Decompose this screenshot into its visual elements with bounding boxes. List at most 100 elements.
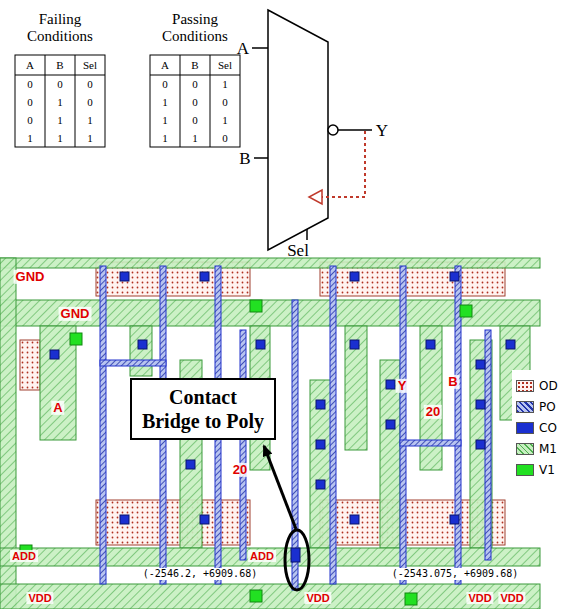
contact-square: [386, 380, 395, 389]
legend-text: V1: [539, 462, 555, 478]
poly-line: [292, 300, 298, 590]
contact-square: [476, 400, 485, 409]
layout-label: ADD: [248, 550, 276, 562]
mux-symbol: [252, 10, 372, 250]
coordinate-readout: (-2543.075, +6909.68): [390, 568, 520, 580]
legend-ground: [512, 370, 566, 482]
pin-name: Y: [376, 122, 388, 139]
contact-square: [186, 460, 195, 469]
table-cell: 1: [222, 79, 228, 90]
layout-label: 20: [231, 463, 249, 477]
contact-square: [476, 440, 485, 449]
legend-text: M1: [539, 441, 557, 457]
layout-label: GND: [59, 307, 92, 321]
leader-arrow: [264, 446, 296, 529]
contact-square: [316, 400, 325, 409]
poly-line: [240, 330, 246, 560]
contact-square: [200, 515, 209, 524]
poly-line: [100, 266, 106, 584]
legend-text: CO: [539, 420, 557, 436]
table-rule: [75, 55, 76, 147]
contact-square: [350, 340, 359, 349]
contact-square: [506, 340, 515, 349]
table-cell: B: [56, 60, 63, 71]
table-cell: 0: [27, 79, 33, 90]
table-cell: A: [26, 60, 34, 71]
layout-label: GND: [14, 270, 47, 284]
poly-line: [485, 330, 491, 560]
table-cell: B: [191, 60, 198, 71]
poly-line: [400, 440, 461, 446]
contact-square: [316, 440, 325, 449]
via-square: [70, 333, 82, 345]
table-cell: 0: [192, 115, 198, 126]
contact-square: [138, 340, 147, 349]
diffusion-region: [96, 500, 250, 545]
pin-name: B: [239, 150, 250, 167]
contact-square: [450, 515, 459, 524]
layout-label: A: [51, 401, 64, 415]
pin-wire: [306, 229, 308, 240]
contact-square: [316, 480, 325, 489]
layout-label: VDD: [304, 592, 331, 604]
table-cell: 0: [192, 97, 198, 108]
table-cell: 0: [87, 79, 93, 90]
table-frame: [150, 55, 240, 147]
contact-square: [350, 515, 359, 524]
layout-label: ADD: [10, 550, 38, 562]
metal1-region: [310, 380, 332, 548]
via-square: [405, 593, 417, 605]
table-cell: 1: [87, 115, 93, 126]
callout-text: Contact Bridge to Poly: [140, 385, 266, 433]
pin-name: Sel: [287, 242, 309, 259]
callout-box: Contact Bridge to Poly: [130, 378, 276, 440]
table-rule: [45, 55, 46, 147]
truth-table: [15, 55, 240, 147]
contact-square: [350, 272, 359, 281]
metal1-region: [420, 326, 442, 470]
legend-swatch: [516, 464, 534, 476]
poly-line: [330, 266, 336, 584]
table-cell: 0: [27, 97, 33, 108]
metal1-region: [345, 326, 367, 450]
table-cell: 1: [57, 115, 63, 126]
layout-label: B: [446, 375, 459, 389]
legend-swatch: [516, 380, 534, 392]
via-square: [460, 305, 472, 317]
table-cell: 0: [192, 79, 198, 90]
diffusion-region: [20, 340, 40, 390]
pin-wire: [254, 157, 268, 159]
feedback-path: [322, 131, 365, 197]
layout-label: 20: [424, 405, 442, 419]
table-cell: 1: [57, 97, 63, 108]
table-cell: 1: [162, 133, 168, 144]
coordinate-readout: (-2546.2, +6909.68): [141, 568, 259, 580]
legend-swatch: [516, 401, 534, 413]
contact-square: [50, 350, 59, 359]
contact-square: [476, 360, 485, 369]
table-cell: 0: [162, 79, 168, 90]
contact-square: [120, 272, 129, 281]
contact-square: [120, 515, 129, 524]
legend-text: PO: [539, 399, 556, 415]
contact-square: [256, 340, 265, 349]
table-cell: Sel: [218, 60, 232, 71]
via-square: [250, 590, 262, 602]
via-square: [250, 300, 262, 312]
pin-wire: [338, 129, 372, 131]
mux-body: [268, 10, 328, 250]
table-cell: 1: [87, 133, 93, 144]
table-cell: 1: [222, 115, 228, 126]
layout-label: VDD: [466, 592, 493, 604]
contact-square: [200, 272, 209, 281]
table-rule: [150, 75, 240, 76]
table-cell: A: [161, 60, 169, 71]
table-frame: [15, 55, 105, 147]
metal1-region: [130, 326, 152, 376]
arrow-head: [309, 190, 322, 204]
table-cell: 1: [57, 133, 63, 144]
table-cell: 0: [222, 133, 228, 144]
poly-line: [400, 266, 406, 584]
table-rule: [180, 55, 181, 147]
